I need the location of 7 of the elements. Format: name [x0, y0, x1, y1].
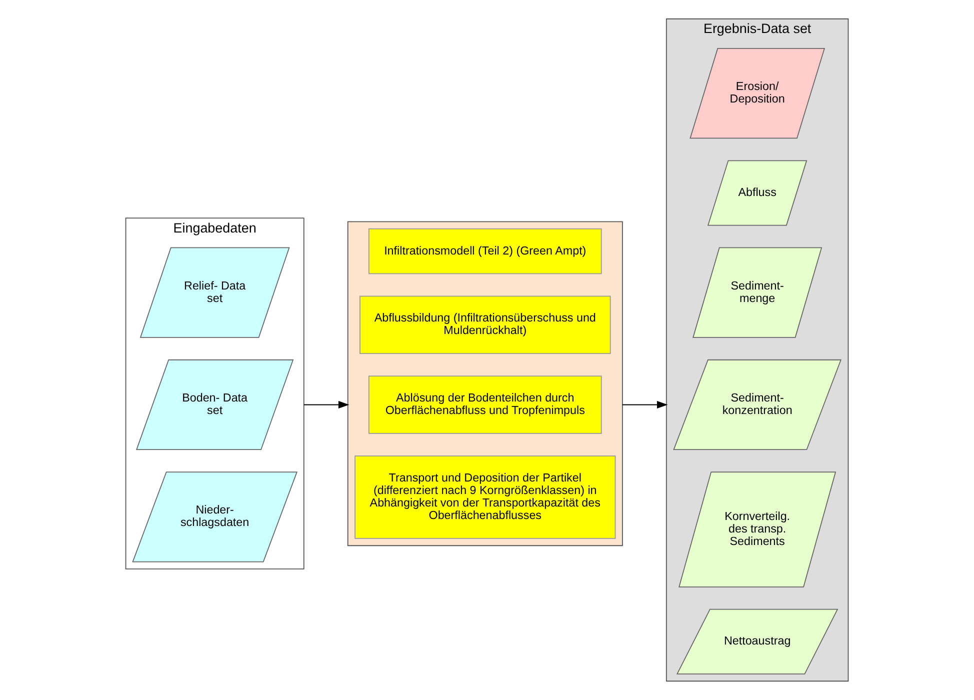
arrow: [622, 400, 668, 409]
arrow: [303, 400, 350, 409]
node-box: Abflussbildung (Infiltrationsüberschuss und Muldenrückhalt): [360, 296, 611, 354]
node-box: Ablösung der Bodenteilchen durch Oberflächenabfluss und Tropfenimpuls: [368, 376, 602, 434]
node-box: Infiltrationsmodell (Teil 2) (Green Ampt): [368, 228, 602, 274]
node-box: Transport und Deposition der Partikel (differenziert nach 9 Korngrößenklassen) in Abhängigkeit von der Transportkapazität des Oberflächenabflusses: [354, 455, 616, 539]
cluster: [347, 221, 623, 546]
